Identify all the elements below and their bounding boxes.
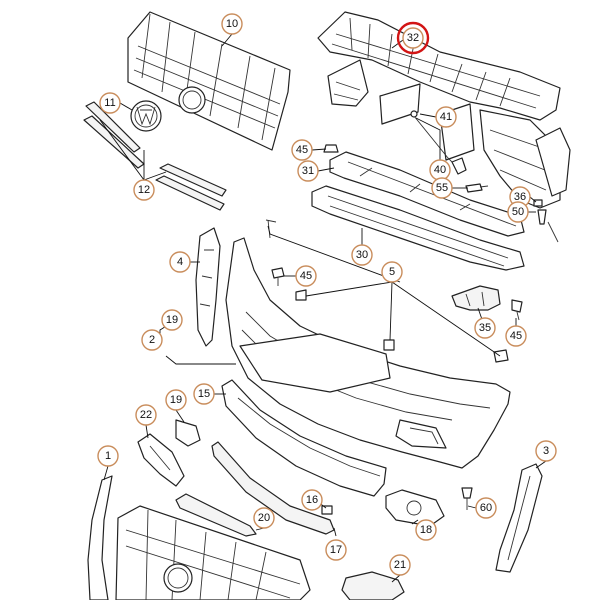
part-bumper-cover xyxy=(225,237,511,469)
callout-text: 30 xyxy=(356,249,368,261)
part-lower-strip xyxy=(175,493,257,537)
callout-text: 40 xyxy=(434,164,446,176)
part-upper-grille xyxy=(127,11,291,151)
callout-50[interactable]: 50 xyxy=(507,201,529,223)
callout-text: 12 xyxy=(138,184,150,196)
callout-text: 19 xyxy=(166,314,178,326)
callout-55[interactable]: 55 xyxy=(431,177,453,199)
part-right-bracket xyxy=(451,285,501,311)
callout-5[interactable]: 5 xyxy=(381,261,403,283)
part-upper-bracket xyxy=(329,151,525,237)
callout-text: 22 xyxy=(140,409,152,421)
part-lower-grille-strip xyxy=(221,379,387,497)
callout-text: 45 xyxy=(510,330,522,342)
part-lower-assembly xyxy=(87,475,311,600)
highlight-ring xyxy=(396,21,430,55)
callout-text: 36 xyxy=(514,191,526,203)
callout-19-upper[interactable]: 19 xyxy=(161,309,183,331)
callout-30[interactable]: 30 xyxy=(351,244,373,266)
callout-10[interactable]: 10 xyxy=(221,13,243,35)
callout-text: 55 xyxy=(436,182,448,194)
callout-18[interactable]: 18 xyxy=(415,519,437,541)
callout-text: 11 xyxy=(104,97,115,109)
part-left-side-bracket xyxy=(195,227,221,347)
callout-17[interactable]: 17 xyxy=(325,539,347,561)
callout-4[interactable]: 4 xyxy=(169,251,191,273)
callout-text: 15 xyxy=(198,388,210,400)
callout-text: 2 xyxy=(149,334,155,346)
callout-text: 21 xyxy=(394,559,406,571)
callout-text: 32 xyxy=(407,32,419,44)
callout-40[interactable]: 40 xyxy=(429,159,451,181)
callout-text: 3 xyxy=(543,445,549,457)
part-impact-absorber xyxy=(311,185,525,271)
part-lower-trim-strip xyxy=(211,441,335,535)
callout-text: 4 xyxy=(177,256,183,268)
callout-text: 45 xyxy=(300,270,312,282)
callout-2[interactable]: 2 xyxy=(141,329,163,351)
part-tow-eye-cap xyxy=(175,419,201,447)
callout-60[interactable]: 60 xyxy=(475,497,497,519)
callout-1[interactable]: 1 xyxy=(97,445,119,467)
callout-text: 50 xyxy=(512,206,524,218)
part-right-side-trim xyxy=(495,463,543,573)
callout-11[interactable]: 11 xyxy=(99,92,121,114)
part-small-bracket xyxy=(341,571,405,600)
callout-text: 20 xyxy=(258,512,270,524)
fasteners xyxy=(265,144,559,515)
callout-20[interactable]: 20 xyxy=(253,507,275,529)
part-grille-trim-strips xyxy=(83,101,227,211)
callout-45-middle[interactable]: 45 xyxy=(295,265,317,287)
callout-labels: 10 32 11 41 45 31 40 12 55 36 50 30 4 45… xyxy=(97,13,557,576)
callout-32[interactable]: 32 xyxy=(402,27,424,49)
callout-text: 19 xyxy=(170,394,182,406)
callout-21[interactable]: 21 xyxy=(389,554,411,576)
callout-text: 5 xyxy=(389,266,395,278)
callout-35[interactable]: 35 xyxy=(474,317,496,339)
callout-text: 16 xyxy=(306,494,318,506)
callout-text: 35 xyxy=(479,322,491,334)
callout-3[interactable]: 3 xyxy=(535,440,557,462)
callout-15[interactable]: 15 xyxy=(193,383,215,405)
callout-text: 18 xyxy=(420,524,432,536)
callout-16[interactable]: 16 xyxy=(301,489,323,511)
callout-41[interactable]: 41 xyxy=(435,106,457,128)
callout-text: 10 xyxy=(226,18,238,30)
part-left-trim xyxy=(137,433,185,487)
callout-19-lower[interactable]: 19 xyxy=(165,389,187,411)
part-lock-carrier xyxy=(317,11,571,209)
callout-text: 17 xyxy=(330,544,342,556)
callout-text: 45 xyxy=(296,144,308,156)
callout-text: 31 xyxy=(302,165,314,177)
part-support-strut xyxy=(410,110,467,175)
callout-22[interactable]: 22 xyxy=(135,404,157,426)
callout-12[interactable]: 12 xyxy=(133,179,155,201)
callout-text: 60 xyxy=(480,502,492,514)
callout-31[interactable]: 31 xyxy=(297,160,319,182)
callout-text: 41 xyxy=(440,111,452,123)
callout-45-upper[interactable]: 45 xyxy=(291,139,313,161)
part-fog-light-bezel xyxy=(385,489,445,527)
callout-45-right[interactable]: 45 xyxy=(505,325,527,347)
part-vw-emblem xyxy=(130,100,162,132)
callout-text: 1 xyxy=(105,450,111,462)
